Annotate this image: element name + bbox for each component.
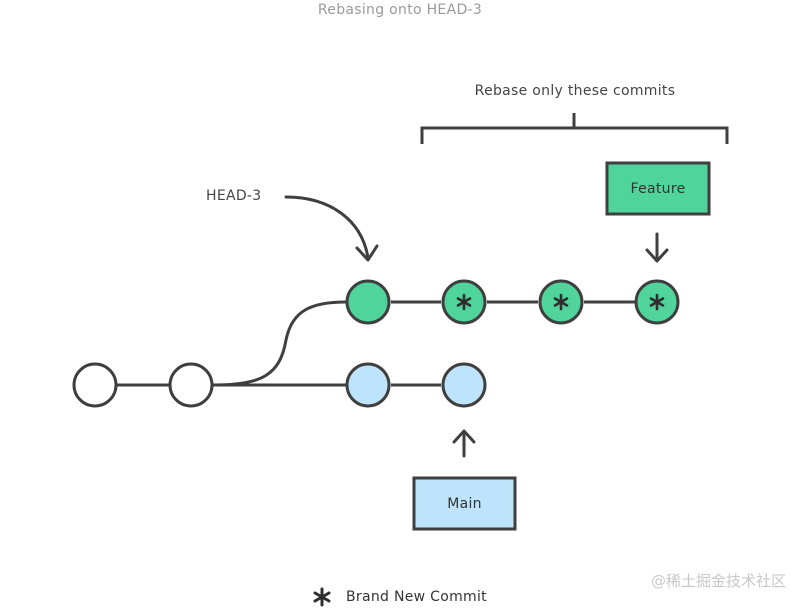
main-commit bbox=[441, 362, 487, 408]
asterisk-icon bbox=[553, 293, 569, 311]
asterisk-icon bbox=[649, 293, 665, 311]
legend-label: Brand New Commit bbox=[346, 589, 487, 605]
branch-curve bbox=[212, 300, 347, 387]
feature-branch-label: Feature bbox=[630, 180, 686, 197]
diagram-title: Rebasing onto HEAD-3 bbox=[317, 2, 483, 18]
main-branch-label: Main bbox=[447, 495, 482, 512]
commit-lines bbox=[117, 300, 635, 387]
base-commit bbox=[168, 362, 214, 408]
legend-asterisk-icon bbox=[313, 587, 331, 607]
arrow-up-icon bbox=[452, 429, 476, 444]
head-3-arrow bbox=[284, 195, 370, 260]
arrow-down-icon bbox=[645, 248, 669, 263]
main-branch-box bbox=[412, 476, 517, 531]
watermark: @稀土掘金技术社区 bbox=[650, 572, 786, 590]
bracket-label: Rebase only these commits bbox=[474, 83, 676, 99]
feature-branch-box bbox=[605, 161, 711, 216]
bracket bbox=[420, 113, 729, 144]
main-commit bbox=[345, 362, 391, 408]
arrow-head-icon bbox=[355, 244, 379, 262]
head-3-commit bbox=[345, 279, 391, 325]
asterisk-icon bbox=[456, 293, 472, 311]
base-commit bbox=[72, 362, 118, 408]
head-3-label: HEAD-3 bbox=[206, 188, 262, 204]
